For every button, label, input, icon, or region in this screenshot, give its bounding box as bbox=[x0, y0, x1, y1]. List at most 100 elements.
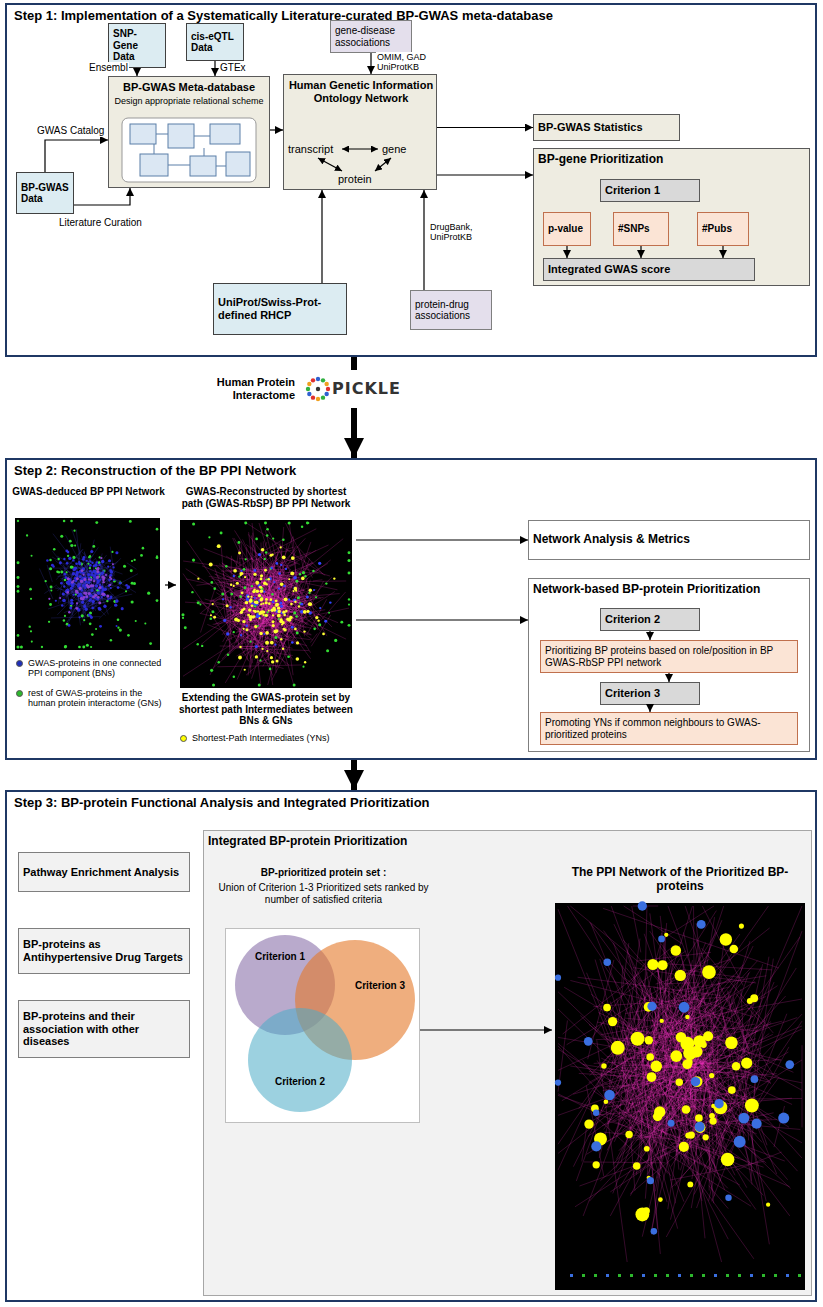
network-edge bbox=[606, 1088, 615, 1107]
network-edge bbox=[611, 906, 669, 1065]
network-node bbox=[272, 600, 275, 603]
network-edge bbox=[746, 931, 802, 1082]
network-edge bbox=[589, 1071, 734, 1096]
network-node bbox=[104, 588, 106, 590]
network-node bbox=[79, 593, 83, 597]
pickle-logo bbox=[306, 377, 330, 401]
network-edge bbox=[736, 1152, 782, 1170]
network-node bbox=[245, 602, 247, 604]
network-node bbox=[56, 570, 59, 573]
network-node bbox=[110, 587, 112, 589]
network-edge bbox=[619, 932, 717, 1088]
network-edge bbox=[254, 600, 280, 611]
network-edge bbox=[285, 603, 307, 636]
network-node bbox=[271, 593, 273, 595]
network-node bbox=[88, 577, 91, 580]
network-node bbox=[79, 575, 82, 578]
network-edge bbox=[722, 1013, 766, 1201]
network-node bbox=[82, 569, 84, 571]
network-edge bbox=[232, 579, 275, 581]
network-node bbox=[87, 585, 89, 587]
network-edge bbox=[651, 923, 667, 1096]
network-edge bbox=[663, 1025, 691, 1073]
network-edge bbox=[256, 571, 273, 685]
network-node bbox=[217, 544, 221, 548]
network-node bbox=[253, 589, 255, 591]
network-node bbox=[88, 614, 91, 617]
network-edge bbox=[258, 590, 259, 630]
network-edge bbox=[82, 579, 88, 581]
network-node bbox=[308, 611, 311, 614]
network-edge bbox=[279, 592, 334, 627]
network-edge bbox=[252, 575, 290, 631]
network-edge bbox=[259, 590, 264, 598]
network-edge bbox=[222, 562, 292, 634]
network-node bbox=[236, 582, 239, 585]
network-node bbox=[88, 599, 91, 602]
network-node bbox=[240, 572, 243, 575]
network-edge bbox=[70, 585, 102, 613]
network-node bbox=[317, 619, 319, 621]
network-edge bbox=[238, 562, 297, 596]
network-edge bbox=[254, 579, 283, 600]
network-node bbox=[82, 584, 85, 587]
network-edge bbox=[596, 1037, 668, 1040]
network-edge bbox=[229, 591, 275, 608]
network-node bbox=[89, 594, 92, 597]
network-node bbox=[278, 587, 280, 589]
network-edge bbox=[736, 994, 762, 1025]
network-node bbox=[263, 590, 265, 592]
network-node bbox=[87, 573, 90, 576]
text-slot: BP-proteins and their association with o… bbox=[23, 1010, 185, 1048]
network-edge bbox=[241, 608, 244, 635]
network-node bbox=[96, 589, 99, 592]
text-slot: Extending the GWAS-protein set by shorte… bbox=[176, 692, 356, 727]
network-edge bbox=[558, 1043, 695, 1157]
network-edge bbox=[78, 582, 94, 592]
network-edge bbox=[691, 1093, 693, 1118]
network-node bbox=[99, 583, 102, 586]
network-edge bbox=[244, 619, 294, 626]
network-node bbox=[210, 581, 213, 584]
node-label: GWAS-Reconstructed by shortest path (GWA… bbox=[176, 486, 356, 509]
network-node bbox=[257, 625, 259, 627]
network-node bbox=[90, 579, 92, 581]
network-node bbox=[131, 560, 133, 562]
network-edge bbox=[229, 614, 289, 630]
network-edge bbox=[684, 1112, 702, 1201]
network-edge bbox=[570, 1066, 677, 1082]
network-edge bbox=[704, 1033, 769, 1082]
network-edge bbox=[656, 1080, 698, 1109]
network-edge bbox=[80, 603, 97, 609]
network-node bbox=[308, 602, 312, 606]
network-node bbox=[243, 568, 246, 571]
network-node bbox=[84, 607, 87, 610]
network-edge bbox=[627, 906, 692, 1110]
network-edge bbox=[103, 573, 136, 593]
network-node bbox=[107, 566, 109, 568]
network-edge bbox=[68, 582, 86, 601]
network-node bbox=[702, 965, 716, 979]
network-edge bbox=[254, 615, 275, 628]
network-node bbox=[82, 596, 85, 599]
network-edge bbox=[705, 1036, 715, 1172]
network-edge bbox=[671, 1071, 717, 1117]
legend-swatch bbox=[16, 660, 23, 667]
network-node bbox=[255, 645, 258, 648]
network-node bbox=[300, 610, 303, 613]
network-node bbox=[96, 568, 99, 571]
network-edge bbox=[276, 605, 346, 640]
network-edge bbox=[623, 1032, 680, 1130]
network-node bbox=[256, 615, 259, 618]
network-node bbox=[285, 568, 287, 570]
network-node bbox=[181, 613, 184, 616]
network-node bbox=[256, 613, 259, 616]
network-node bbox=[240, 570, 242, 572]
network-edge bbox=[567, 959, 710, 1045]
network-node bbox=[101, 560, 104, 563]
network-node bbox=[86, 584, 89, 587]
network-edge bbox=[260, 553, 278, 606]
network-edge bbox=[75, 575, 105, 585]
node-label: protein-drug associations bbox=[415, 299, 487, 322]
network-edge bbox=[66, 596, 83, 624]
